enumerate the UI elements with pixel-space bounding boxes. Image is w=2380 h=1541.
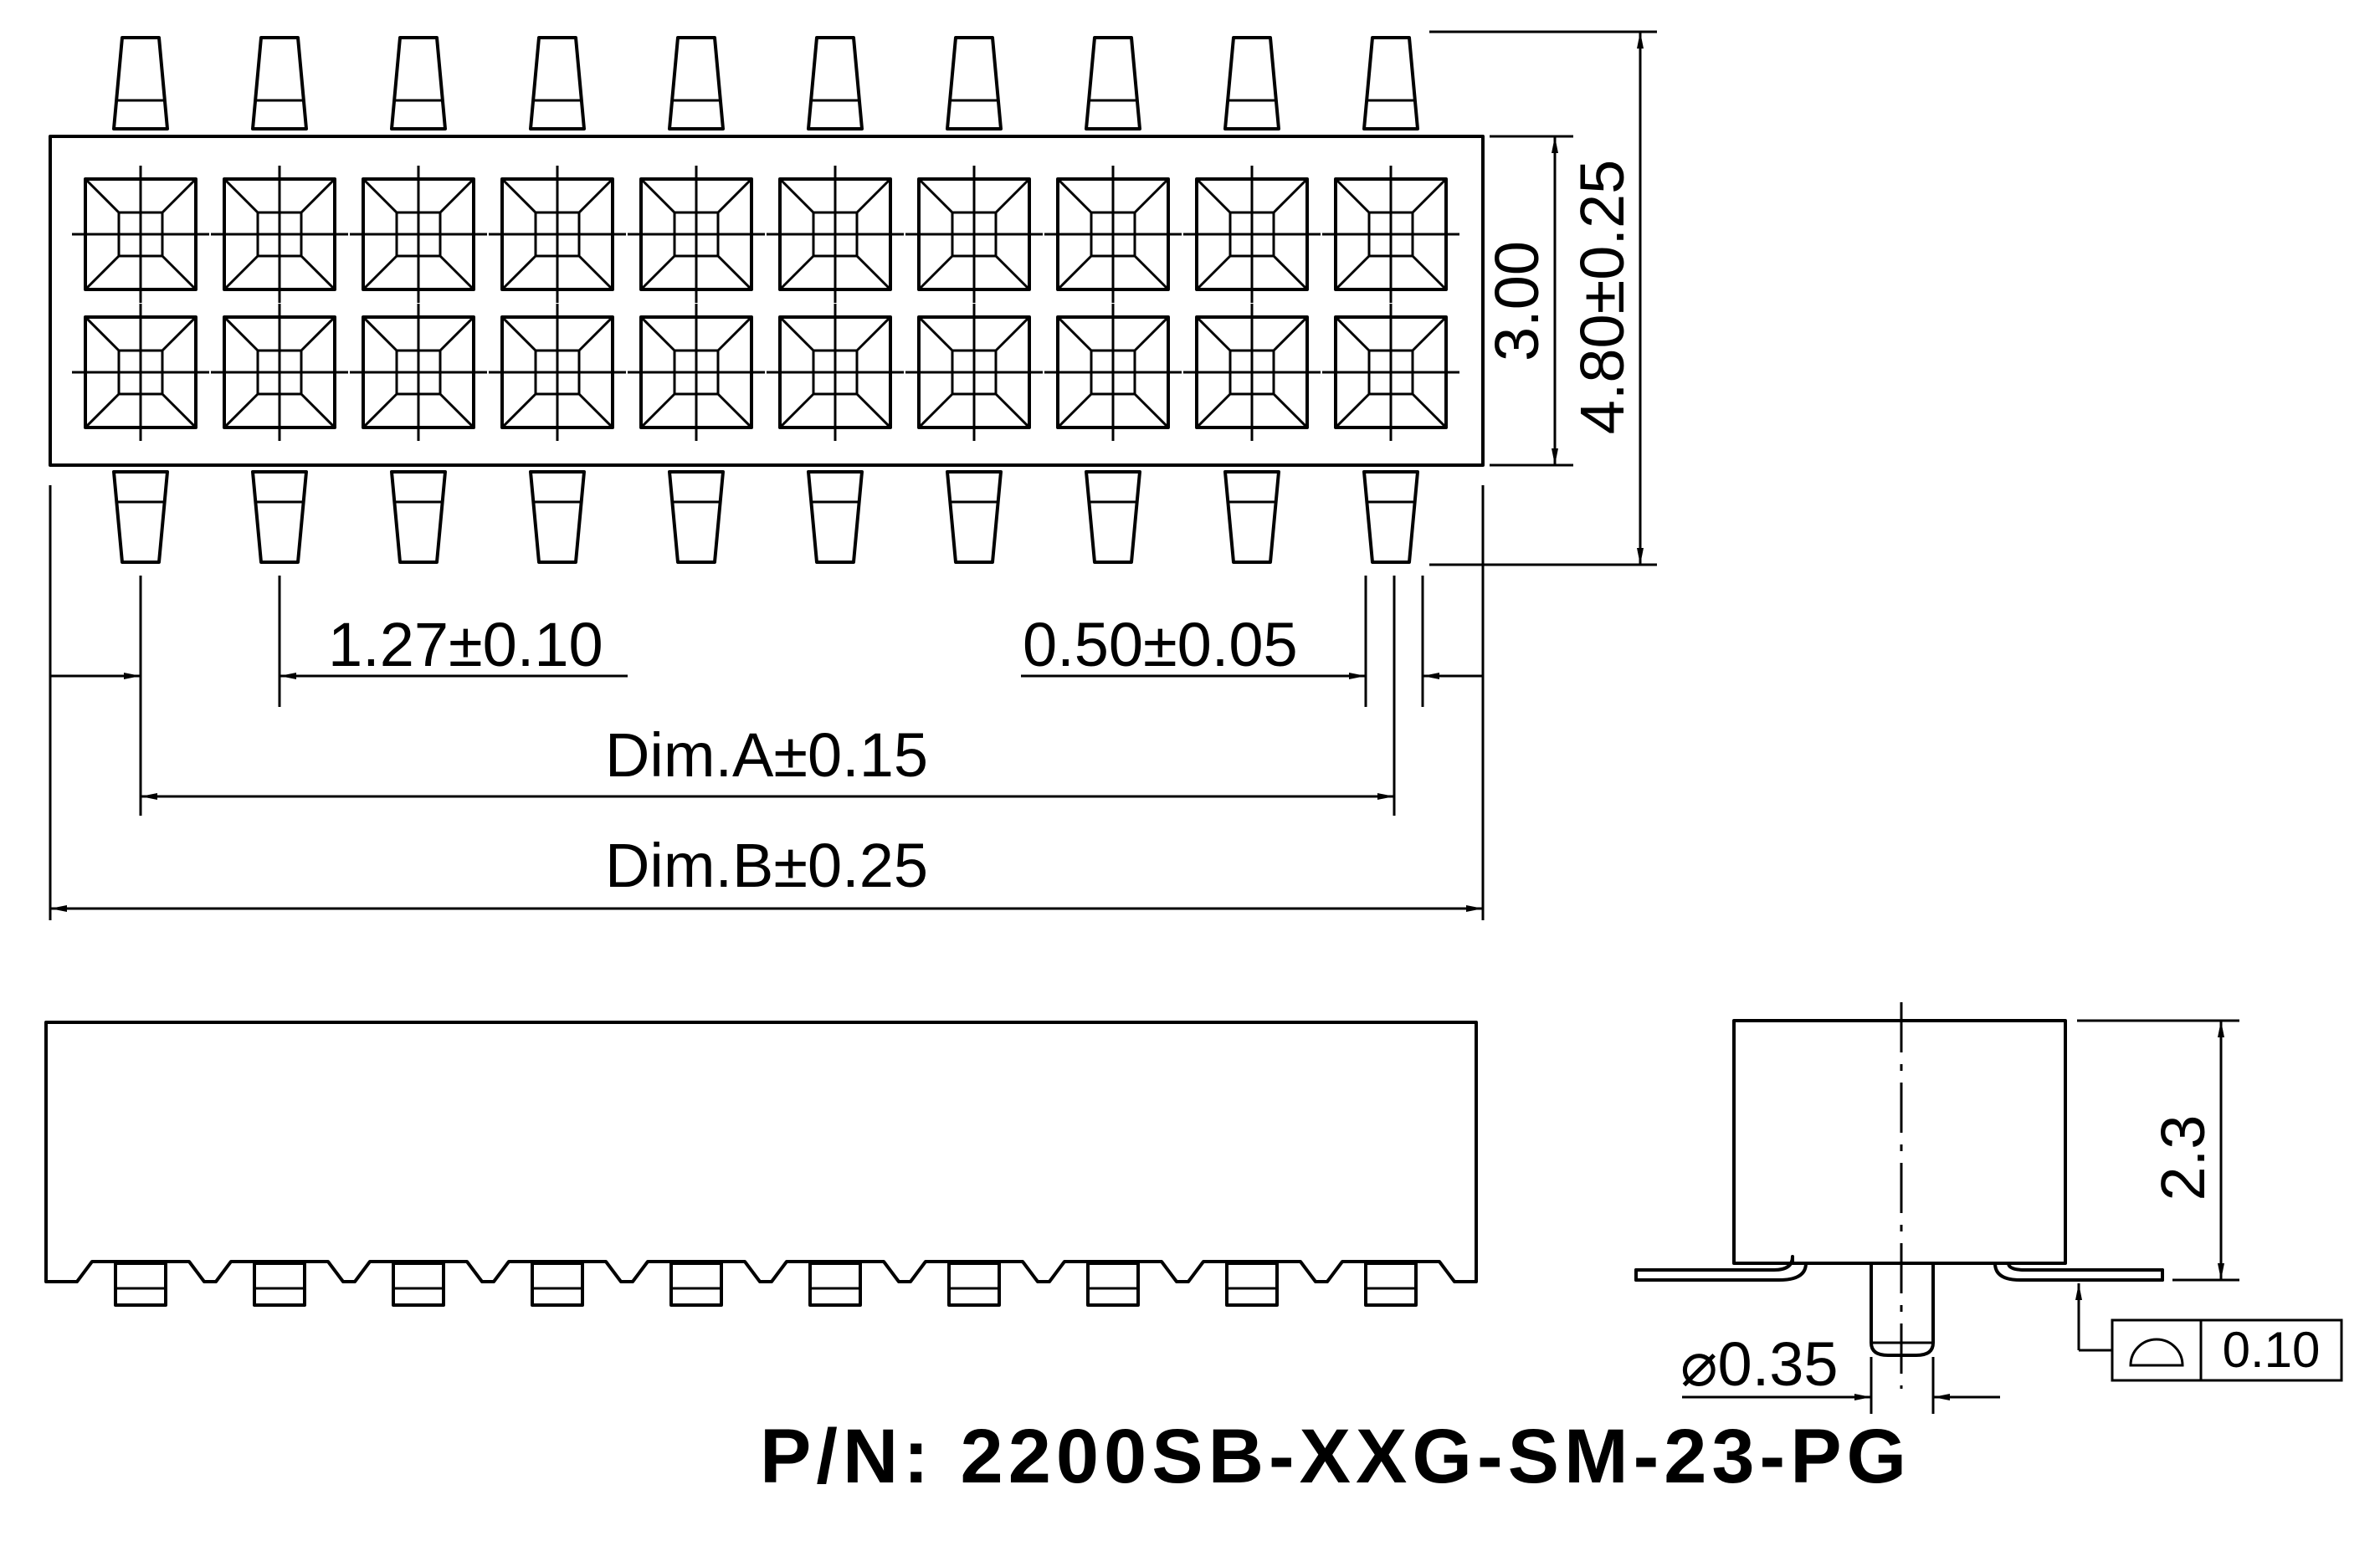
contact-cells	[72, 166, 1459, 441]
top-pin	[1223, 36, 1280, 131]
contact-cell	[767, 304, 904, 441]
contact-cell	[350, 166, 487, 303]
top-pin	[1085, 36, 1141, 131]
pitch-label: 1.27±0.10	[328, 610, 603, 679]
front-view	[44, 1021, 1478, 1307]
contact-cell	[1183, 166, 1321, 303]
contact-cell	[211, 304, 348, 441]
row-spacing-label: 3.00	[1482, 241, 1552, 361]
front-pin	[253, 1262, 306, 1307]
top-pin	[390, 36, 447, 131]
profile-of-surface-icon	[2129, 1338, 2184, 1367]
front-pin	[1225, 1262, 1279, 1307]
pin-width-label: 0.50±0.05	[1023, 610, 1298, 679]
contact-cell	[1322, 166, 1459, 303]
front-pin	[1086, 1262, 1140, 1307]
contact-cell	[489, 166, 626, 303]
front-pins	[114, 1262, 1418, 1307]
top-view	[49, 36, 1485, 564]
connector-body-front	[44, 1021, 1478, 1283]
contact-cell	[350, 304, 487, 441]
bottom-pin	[1362, 470, 1419, 564]
front-pin	[114, 1262, 167, 1307]
front-pin	[531, 1262, 584, 1307]
side-view: 2.3 ⌀0.35 0.10	[1634, 1002, 2343, 1414]
top-pins	[112, 36, 1419, 131]
bottom-pin	[112, 470, 169, 564]
bottom-pin	[251, 470, 308, 564]
contact-cell	[1183, 304, 1321, 441]
contact-cell	[1322, 304, 1459, 441]
height-dimensions: 3.00 4.80±0.25	[1429, 30, 1657, 566]
contact-cell	[72, 304, 209, 441]
body-width-label: 4.80±0.25	[1567, 160, 1637, 435]
top-pin	[946, 36, 1003, 131]
bottom-pin	[1085, 470, 1141, 564]
dim-a-label: Dim.A±0.15	[605, 720, 928, 790]
contact-cell	[905, 166, 1043, 303]
connector-body-side	[1732, 1019, 2067, 1265]
contact-cell	[628, 304, 765, 441]
bottom-pin	[390, 470, 447, 564]
connector-body-top	[49, 135, 1485, 467]
front-pin	[1364, 1262, 1418, 1307]
contact-cell	[211, 166, 348, 303]
bottom-pin	[946, 470, 1003, 564]
contact-cell	[905, 304, 1043, 441]
bottom-pin	[668, 470, 725, 564]
contact-cell	[72, 166, 209, 303]
top-pin	[112, 36, 169, 131]
bottom-pin	[529, 470, 586, 564]
front-pin	[392, 1262, 445, 1307]
pin-diameter-label: ⌀0.35	[1680, 1329, 1839, 1399]
flatness-value: 0.10	[2223, 1322, 2321, 1378]
top-pin	[529, 36, 586, 131]
length-dimensions: 1.27±0.10 0.50±0.05 Dim.A±0.15 Dim.B±0.2…	[49, 485, 1485, 920]
front-pin	[669, 1262, 723, 1307]
contact-cell	[1044, 166, 1182, 303]
front-pin	[947, 1262, 1001, 1307]
tolerance-frame	[2111, 1318, 2343, 1382]
dim-b-label: Dim.B±0.25	[605, 831, 928, 900]
top-pin	[668, 36, 725, 131]
contact-cell	[767, 166, 904, 303]
height-label: 2.3	[2148, 1115, 2218, 1201]
top-pin	[807, 36, 864, 131]
part-number: P/N: 2200SB-XXG-SM-23-PG	[760, 1414, 1911, 1499]
bottom-pin	[1223, 470, 1280, 564]
bottom-pins	[112, 470, 1419, 564]
front-pin	[808, 1262, 862, 1307]
contact-cell	[628, 166, 765, 303]
top-pin	[251, 36, 308, 131]
contact-cell	[489, 304, 626, 441]
top-pin	[1362, 36, 1419, 131]
bottom-pin	[807, 470, 864, 564]
contact-cell	[1044, 304, 1182, 441]
